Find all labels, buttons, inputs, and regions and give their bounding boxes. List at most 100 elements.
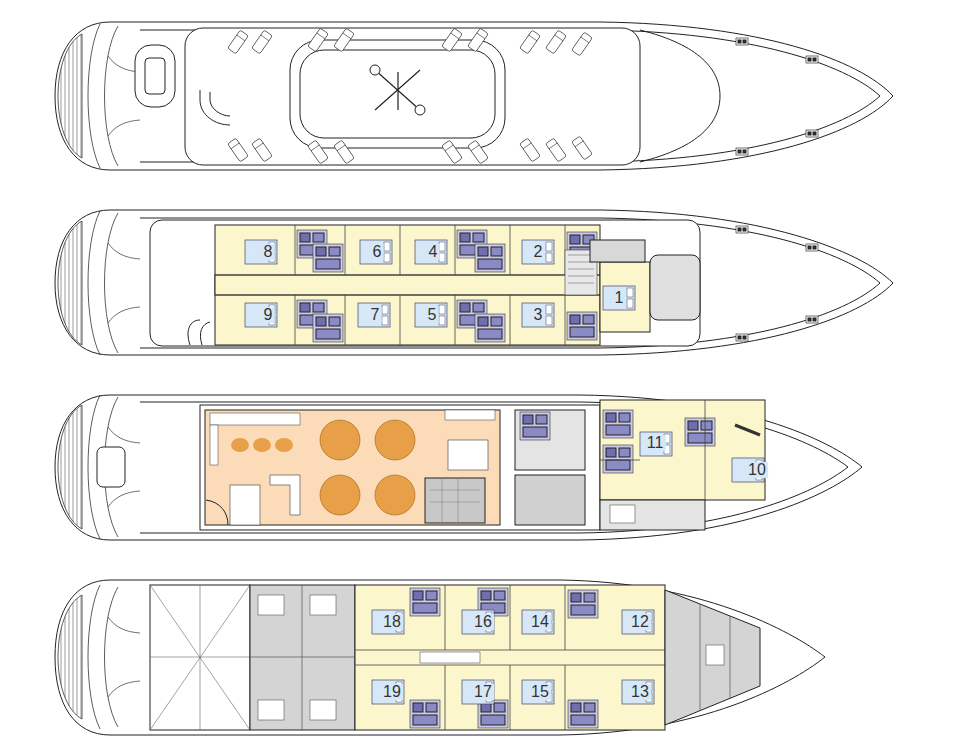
sun-deck-part: [736, 148, 748, 155]
sun-deck-part: [806, 56, 818, 63]
upper-deck-part: [415, 240, 447, 264]
sun-deck-part: [468, 28, 489, 52]
sun-deck-part: [334, 140, 355, 164]
upper-deck-part: [590, 240, 645, 262]
sun-deck-part: [640, 30, 720, 162]
lower-deck-part: [150, 585, 250, 730]
main-deck: [55, 395, 862, 540]
cabin-number: 13: [629, 684, 651, 700]
sun-deck-part: [58, 24, 140, 168]
main-deck-part: [640, 432, 672, 456]
main-deck-part: [445, 410, 495, 420]
lower-deck-part: [700, 604, 730, 711]
upper-deck-part-part: [295, 295, 565, 345]
sun-deck-part: [210, 92, 230, 116]
lower-deck-part: [462, 610, 494, 634]
sun-deck-part: [308, 28, 329, 52]
lower-deck-part: [250, 585, 355, 730]
lower-deck-part: [410, 588, 440, 616]
upper-deck-part: [567, 312, 597, 340]
sun-deck-part: [546, 138, 567, 162]
sun-deck: [55, 22, 893, 170]
cabin-number: 7: [369, 307, 382, 323]
main-deck-part: [603, 445, 633, 473]
main-deck-part: [231, 438, 249, 452]
lower-deck-part: [372, 680, 404, 704]
main-deck-part: [600, 500, 705, 530]
lower-deck: [55, 580, 825, 735]
cabin-number: 17: [472, 684, 494, 700]
lower-deck-part: [258, 700, 284, 720]
sun-deck-part: [252, 138, 273, 162]
upper-deck-part: [188, 320, 210, 345]
sun-deck-part: [572, 136, 593, 160]
lower-deck-part: [622, 610, 654, 634]
cabin-number: 4: [427, 244, 440, 260]
sun-deck-part: [290, 40, 505, 148]
cabin-number: 8: [262, 244, 275, 260]
main-deck-part: [515, 410, 585, 470]
main-deck-part: [253, 438, 271, 452]
cabin-number: 6: [371, 244, 384, 260]
upper-deck-part-part: [295, 225, 565, 275]
lower-deck-part: [568, 700, 598, 728]
upper-deck-part: [415, 303, 447, 327]
main-deck-part: [55, 395, 862, 540]
main-deck-part: [735, 425, 760, 435]
lower-deck-part: [310, 700, 336, 720]
sun-deck-part: [415, 105, 425, 115]
lower-deck-part: [58, 585, 140, 729]
sun-deck-part: [520, 138, 541, 162]
upper-deck-part: [215, 225, 600, 345]
sun-deck-part: [736, 38, 748, 45]
lower-deck-part: [522, 680, 554, 704]
upper-deck-part: [736, 334, 748, 341]
lower-deck-part: [568, 590, 598, 618]
lower-deck-part: [522, 610, 554, 634]
cabin-number: 18: [381, 614, 403, 630]
upper-deck-part: [522, 240, 554, 264]
lower-deck-part: [665, 590, 760, 725]
main-deck-part: [320, 420, 360, 460]
cabin-number: 5: [426, 307, 439, 323]
sun-deck-part: [185, 28, 640, 165]
lower-deck-part: [410, 700, 440, 728]
main-deck-part: [320, 475, 360, 515]
cabin-number: 15: [529, 684, 551, 700]
cabin-number: 14: [529, 614, 551, 630]
upper-deck-part: [600, 262, 650, 332]
upper-deck-part-part: [215, 275, 600, 295]
upper-deck-part: [150, 220, 700, 346]
lower-deck-part-part: [445, 665, 565, 730]
cabin-number: 11: [645, 435, 666, 451]
lower-deck-part: [355, 585, 665, 730]
sun-deck-part: [200, 90, 230, 125]
lower-deck-part: [372, 610, 404, 634]
upper-deck-part: [806, 244, 818, 251]
cabin-number: 9: [262, 307, 275, 323]
sun-deck-part: [572, 32, 593, 56]
cabin-number: 2: [532, 244, 545, 260]
upper-deck-part: [603, 286, 635, 310]
upper-deck-part: [475, 314, 505, 342]
upper-deck-part: [245, 303, 277, 327]
upper-deck-part: [806, 316, 818, 323]
upper-deck-part: [245, 240, 277, 264]
main-deck-part: [97, 447, 125, 487]
sun-deck-part: [375, 70, 420, 110]
sun-deck-part: [228, 138, 249, 162]
main-deck-part: [448, 440, 488, 470]
upper-deck-part: [215, 275, 600, 295]
upper-deck: [55, 210, 893, 355]
lower-deck-part: [150, 585, 250, 730]
cabin-number: 3: [532, 307, 545, 323]
lower-deck-part: [622, 680, 654, 704]
upper-deck-part: [140, 218, 880, 348]
upper-deck-part: [313, 244, 343, 272]
main-deck-part: [210, 413, 300, 425]
main-deck-part: [430, 478, 480, 523]
upper-deck-part: [358, 303, 390, 327]
